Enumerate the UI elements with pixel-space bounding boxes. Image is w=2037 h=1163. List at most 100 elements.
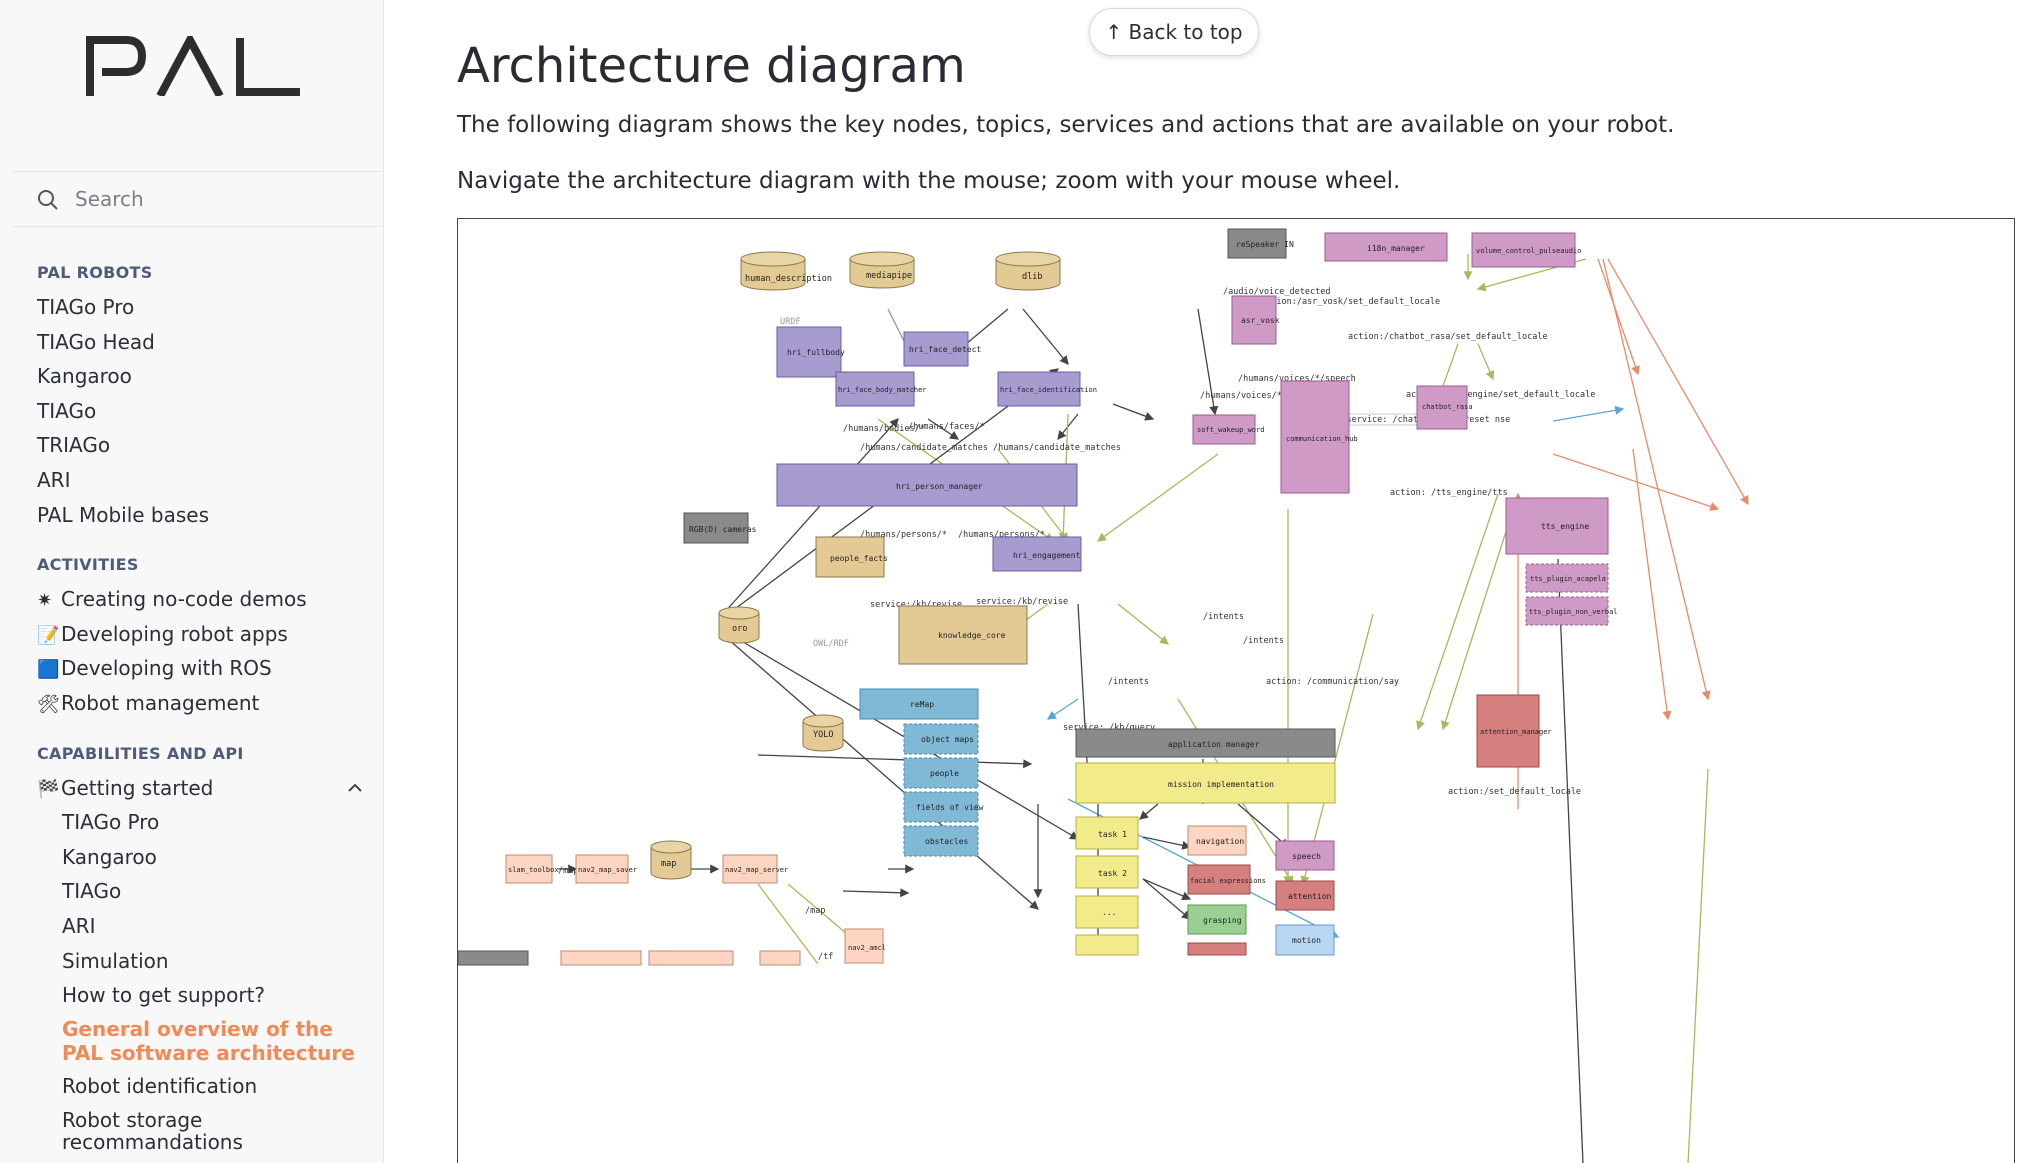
- db-map[interactable]: map: [650, 840, 692, 880]
- db-oro[interactable]: oro: [718, 606, 760, 644]
- node-partial[interactable]: [560, 950, 642, 966]
- node-chatbot-rasa[interactable]: chatbot_rasa: [1416, 385, 1473, 430]
- chevron-up-icon[interactable]: [347, 771, 363, 805]
- node-tts-plugin-acapela[interactable]: tts_plugin_acapela: [1525, 563, 1609, 593]
- node-task-more[interactable]: ...: [1075, 895, 1139, 929]
- node-attention[interactable]: attention: [1275, 880, 1335, 911]
- node-hri-face-identification[interactable]: hri_face_identification: [997, 371, 1097, 407]
- db-mediapipe[interactable]: mediapipe: [849, 251, 915, 289]
- nav-item-no-code-demos[interactable]: ✷Creating no-code demos: [37, 582, 377, 617]
- nav-subitem-robot-identification[interactable]: Robot identification: [62, 1073, 258, 1098]
- node-task-1[interactable]: task 1: [1075, 816, 1139, 850]
- node-task-partial[interactable]: [1075, 934, 1139, 956]
- node-slam-toolbox[interactable]: slam_toolbox: [505, 854, 559, 884]
- node-fields-of-view[interactable]: fields of view: [903, 791, 984, 823]
- node-grasping[interactable]: grasping: [1187, 904, 1247, 935]
- node-knowledge-core[interactable]: knowledge_core: [898, 605, 1028, 665]
- node-label: nav2_map_saver: [578, 866, 637, 874]
- nav-subitem-kangaroo[interactable]: Kangaroo: [62, 844, 157, 869]
- edge-label: /tf: [818, 952, 833, 962]
- nav-item-tiago-head[interactable]: TIAGo Head: [37, 329, 155, 354]
- node-label: slam_toolbox: [508, 866, 559, 874]
- edge: [727, 638, 1039, 910]
- architecture-diagram[interactable]: URDF /humans/bodies/* /humans/faces/* /h…: [457, 218, 2015, 1163]
- node-speech[interactable]: speech: [1275, 840, 1335, 871]
- nav-subitem-tiago[interactable]: TIAGo: [62, 879, 122, 904]
- node-people-facts[interactable]: people_facts: [815, 536, 888, 578]
- nav-item-label: Developing robot apps: [61, 621, 288, 646]
- node-tts-plugin-non-verbal[interactable]: tts_plugin_non_verbal: [1525, 596, 1618, 626]
- nav-item-ros[interactable]: 🟦Developing with ROS: [37, 651, 377, 686]
- edge-label: /humans/candidate_matches /humans/candid…: [860, 443, 1121, 453]
- nav-section-title: CAPABILITIES AND API: [37, 743, 244, 763]
- nav-item-robot-management[interactable]: 🛠Robot management: [37, 686, 377, 721]
- node-partial[interactable]: [759, 950, 801, 966]
- nav-item-ari[interactable]: ARI: [37, 467, 71, 492]
- node-hri-fullbody[interactable]: hri_fullbody: [776, 326, 845, 378]
- node-nav2-map-saver[interactable]: nav2_map_saver: [575, 854, 637, 884]
- search-input[interactable]: [73, 184, 367, 214]
- node-obstacles[interactable]: obstacles: [903, 825, 979, 857]
- node-facial-expressions[interactable]: facial expressions: [1187, 864, 1266, 895]
- node-label: YOLO: [813, 730, 833, 740]
- nav-item-pal-mobile-bases[interactable]: PAL Mobile bases: [37, 502, 210, 527]
- node-tts-engine[interactable]: tts_engine: [1505, 497, 1609, 555]
- page-title: Architecture diagram: [457, 38, 966, 94]
- node-nav2-amcl[interactable]: nav2_amcl: [844, 928, 886, 964]
- nav-item-tiago-pro[interactable]: TIAGo Pro: [37, 295, 135, 319]
- edge-label: service:/kb/revise: [976, 597, 1068, 607]
- nav-item-kangaroo[interactable]: Kangaroo: [37, 364, 132, 389]
- node-hri-face-body-matcher[interactable]: hri_face_body_matcher: [835, 371, 927, 407]
- nav-subitem-simulation[interactable]: Simulation: [62, 948, 169, 973]
- edge-label: OWL/RDF: [813, 639, 849, 649]
- nav-subitem-tiago-pro[interactable]: TIAGo Pro: [62, 810, 160, 835]
- nav-group-getting-started[interactable]: 🏁Getting started: [37, 771, 377, 806]
- nav-item-triago[interactable]: TRIAGo: [37, 433, 111, 458]
- pal-logo[interactable]: [86, 31, 306, 100]
- db-yolo[interactable]: YOLO: [802, 714, 844, 752]
- node-label: fields of view: [916, 803, 984, 812]
- node-partial[interactable]: [648, 950, 734, 966]
- node-respeaker[interactable]: reSpeaker IN: [1227, 228, 1294, 259]
- node-attention-manager[interactable]: attention_manager: [1476, 694, 1552, 768]
- node-volume-control[interactable]: volume_control_pulseaudio: [1471, 232, 1581, 268]
- node-task-2[interactable]: task 2: [1075, 855, 1139, 889]
- node-asr-vosk[interactable]: asr_vosk: [1231, 295, 1280, 345]
- nav-item-tiago[interactable]: TIAGo: [37, 398, 97, 423]
- node-partial[interactable]: [458, 950, 529, 966]
- node-soft-wakeup-word[interactable]: soft_wakeup_word: [1192, 414, 1264, 445]
- nav-item-robot-apps[interactable]: 📝Developing robot apps: [37, 617, 377, 652]
- nav-subitem-general-overview[interactable]: General overview of the PAL software arc…: [62, 1016, 355, 1065]
- node-people[interactable]: people: [903, 757, 979, 789]
- node-partial[interactable]: [1187, 942, 1247, 956]
- node-label: communication_hub: [1286, 435, 1358, 443]
- edge: [1477, 343, 1495, 381]
- node-hri-engagement[interactable]: hri_engagement: [992, 536, 1082, 572]
- edge: [1142, 878, 1191, 920]
- node-mission-implementation[interactable]: mission implementation: [1075, 762, 1336, 804]
- node-communication-hub[interactable]: communication_hub: [1280, 380, 1358, 494]
- edge: [1142, 878, 1192, 901]
- node-label: nav2_amcl: [848, 944, 886, 952]
- node-label: dlib: [1022, 272, 1042, 282]
- node-hri-person-manager[interactable]: hri_person_manager: [776, 463, 1078, 507]
- node-remap[interactable]: reMap: [859, 688, 979, 720]
- node-label: volume_control_pulseaudio: [1476, 247, 1581, 255]
- node-application-manager[interactable]: application manager: [1075, 728, 1336, 758]
- node-nav2-map-server[interactable]: nav2_map_server: [722, 854, 788, 884]
- back-to-top-button[interactable]: ↑ Back to top: [1089, 8, 1259, 56]
- node-navigation[interactable]: navigation: [1187, 825, 1247, 856]
- nav-subitem-support[interactable]: How to get support?: [62, 983, 266, 1008]
- nav-subitem-robot-storage[interactable]: Robot storage recommandations: [62, 1108, 243, 1155]
- db-dlib[interactable]: dlib: [995, 251, 1061, 291]
- node-object-maps[interactable]: object maps: [903, 723, 979, 755]
- edge: [1046, 698, 1079, 720]
- node-i18n-manager[interactable]: i18n_manager: [1324, 232, 1448, 262]
- node-hri-face-detect[interactable]: hri_face_detect: [903, 331, 981, 367]
- node-rgbd-cameras[interactable]: RGB(D) cameras: [683, 512, 757, 544]
- node-label: asr_vosk: [1241, 316, 1280, 325]
- node-motion[interactable]: motion: [1275, 924, 1335, 956]
- nav-subitem-ari[interactable]: ARI: [62, 913, 96, 938]
- db-human-description[interactable]: human_description: [740, 251, 832, 291]
- diagram-canvas[interactable]: URDF /humans/bodies/* /humans/faces/* /h…: [458, 219, 2014, 1163]
